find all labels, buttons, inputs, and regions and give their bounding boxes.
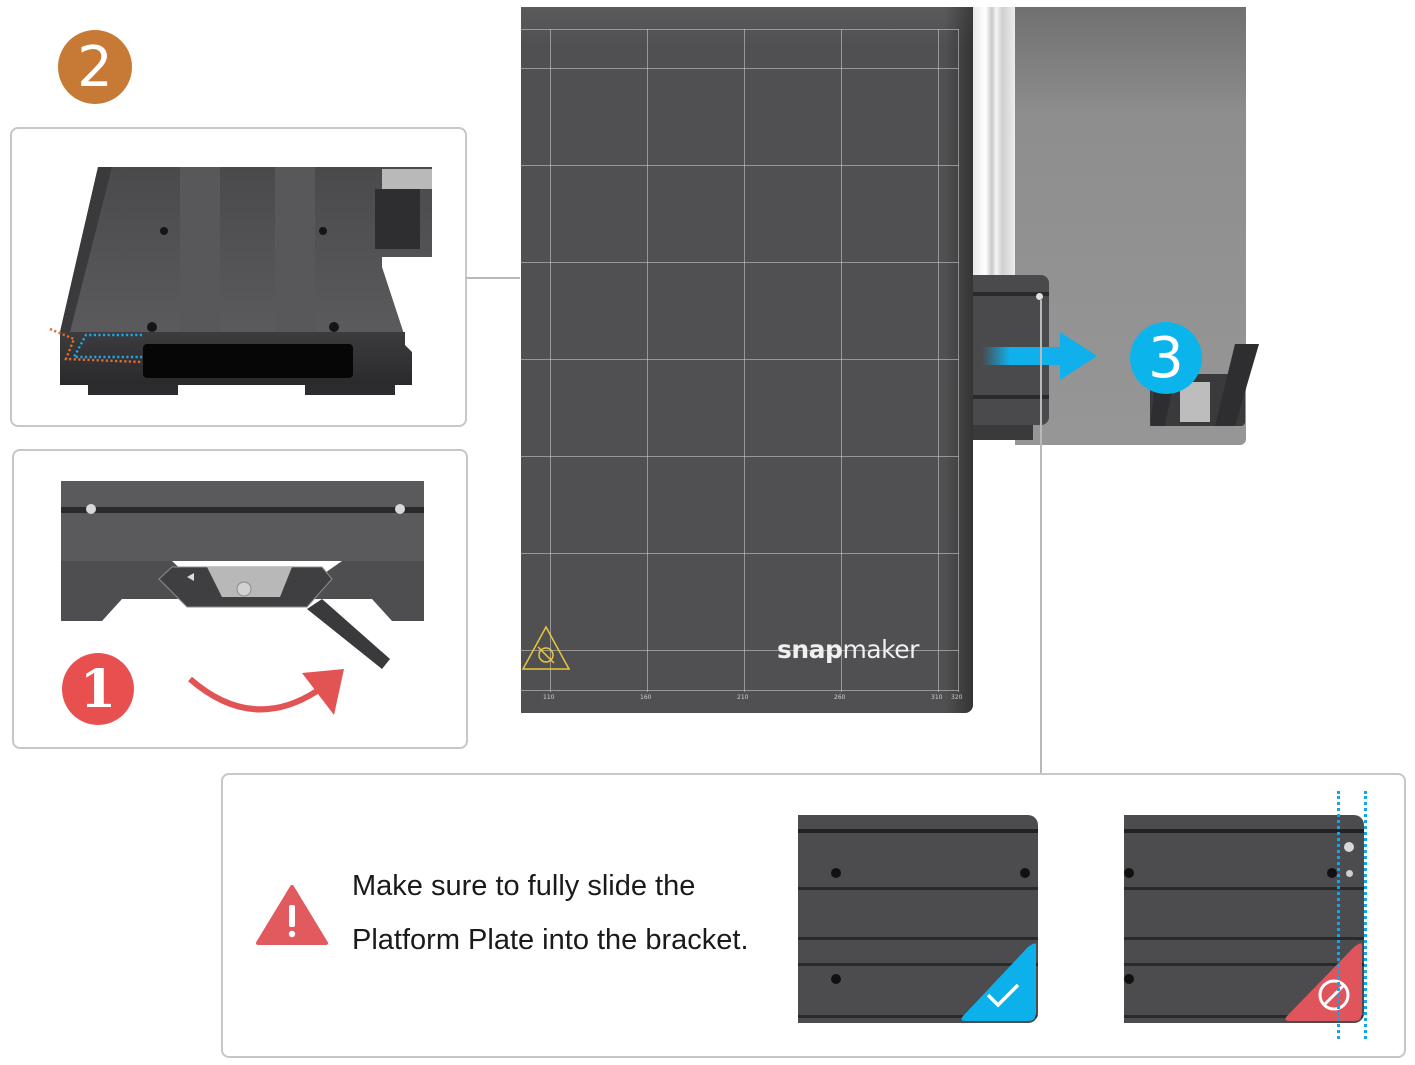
brand-maker: maker: [842, 635, 919, 664]
warning-text-line-1: Make sure to fully slide the: [352, 870, 696, 902]
latch-detail-panel: 1: [12, 449, 468, 749]
step-1-badge: 1: [62, 653, 134, 725]
slide-right-arrow-icon: [982, 332, 1097, 380]
x-tick: 260: [834, 694, 846, 701]
bracket-background-photo: [1015, 7, 1246, 445]
rotate-arrow-icon: [188, 669, 344, 715]
x-tick: 210: [737, 694, 749, 701]
correct-badge: [961, 943, 1036, 1021]
prohibited-icon: [1318, 979, 1350, 1011]
incorrect-example-photo: [1124, 815, 1364, 1023]
alignment-guide-line: [1364, 791, 1367, 1039]
alignment-guide-line: [1337, 791, 1340, 1039]
warning-text-line-2: Platform Plate into the bracket.: [352, 924, 749, 956]
connector-line: [466, 277, 520, 279]
step-2-badge: 2: [58, 30, 132, 104]
build-plate-photo: 110 160 210 260 310 320 snapmaker: [521, 7, 973, 713]
warning-panel: Make sure to fully slide the Platform Pl…: [221, 773, 1406, 1058]
step-3-badge: 3: [1130, 322, 1202, 394]
bracket-edge-outline: [71, 333, 142, 359]
plate-edge-photo: [49, 167, 432, 395]
step-1-number: 1: [79, 658, 117, 720]
plate-grid: [521, 29, 959, 692]
plate-edge-detail-panel: [10, 127, 467, 427]
x-tick: 310: [931, 694, 943, 701]
x-tick: 320: [951, 694, 963, 701]
x-tick: 160: [640, 694, 652, 701]
hot-surface-hand-icon: [521, 625, 571, 670]
correct-example-photo: [798, 815, 1038, 1023]
connector-line: [1040, 300, 1042, 773]
incorrect-badge: [1285, 943, 1362, 1021]
brand-snap: snap: [777, 635, 843, 664]
rail-photo: [973, 7, 1015, 275]
brand-logo: snapmaker: [777, 635, 919, 664]
step-3-number: 3: [1148, 325, 1184, 391]
x-tick: 110: [543, 694, 555, 701]
warning-triangle-icon: [256, 885, 328, 945]
step-2-number: 2: [77, 34, 113, 100]
latch-photo: [61, 481, 424, 669]
checkmark-icon: [986, 983, 1020, 1008]
